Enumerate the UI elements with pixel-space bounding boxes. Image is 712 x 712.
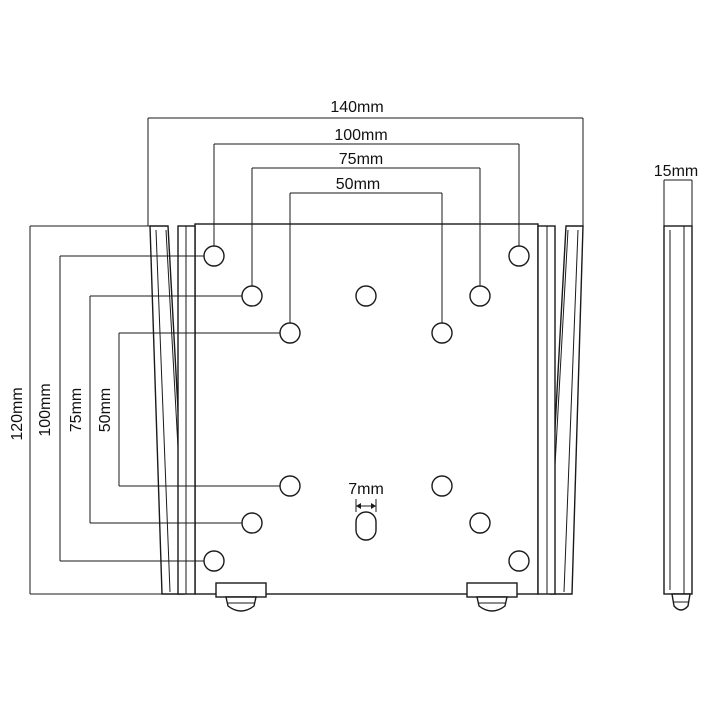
front-view (149, 223, 584, 612)
hole (279, 475, 301, 497)
hole (241, 512, 263, 534)
hole (241, 285, 263, 307)
hole (431, 322, 453, 344)
overall-height-label: 120mm (9, 387, 26, 440)
hole (508, 245, 530, 267)
pattern-100-height-label: 100mm (37, 383, 54, 436)
slot-dimension: 7mm (348, 481, 384, 512)
hole (355, 285, 377, 307)
right-rail (537, 225, 584, 595)
depth-label: 15mm (654, 163, 698, 180)
hole (203, 245, 225, 267)
width-dimensions: 140mm 100mm 75mm 50mm (147, 99, 584, 323)
center-slot (355, 511, 377, 541)
hole (203, 550, 225, 572)
pattern-50-height-label: 50mm (97, 388, 114, 432)
locking-knob-right (466, 582, 518, 612)
overall-width-label: 140mm (330, 99, 383, 116)
pattern-75-width-label: 75mm (339, 151, 383, 168)
hole (469, 285, 491, 307)
side-view: 15mm (654, 163, 698, 611)
hole (469, 512, 491, 534)
side-profile (663, 225, 693, 595)
pattern-100-width-label: 100mm (334, 127, 387, 144)
mounting-holes (203, 245, 530, 572)
hole (508, 550, 530, 572)
slot-width-label: 7mm (348, 481, 384, 498)
hole (279, 322, 301, 344)
pattern-50-width-label: 50mm (336, 176, 380, 193)
left-rail (149, 225, 196, 595)
locking-knob-left (215, 582, 267, 612)
height-dimensions: 120mm 100mm 75mm 50mm (9, 225, 280, 595)
hole (431, 475, 453, 497)
pattern-75-height-label: 75mm (68, 388, 85, 432)
